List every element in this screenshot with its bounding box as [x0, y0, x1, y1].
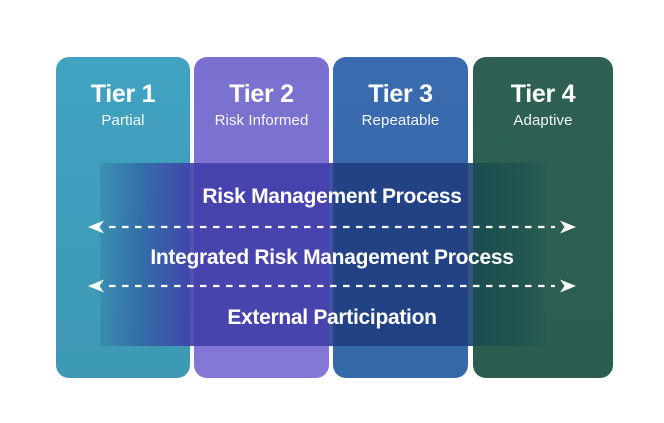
tier-subtitle: Adaptive: [513, 111, 573, 129]
tier-title: Tier 2: [229, 80, 294, 108]
tier-subtitle: Risk Informed: [214, 111, 309, 129]
double-arrow-icon: [87, 219, 577, 235]
tier-title: Tier 4: [510, 80, 576, 108]
tier-title: Tier 3: [368, 80, 433, 108]
tier-title: Tier 1: [90, 80, 156, 108]
band-label-external-participation: External Participation: [227, 306, 437, 329]
band-label-integrated-risk-management-process: Integrated Risk Management Process: [150, 246, 514, 269]
double-arrow-icon: [87, 278, 577, 294]
band-label-risk-management-process: Risk Management Process: [202, 185, 462, 208]
tier-subtitle: Repeatable: [361, 111, 440, 129]
tier-subtitle: Partial: [101, 111, 145, 129]
